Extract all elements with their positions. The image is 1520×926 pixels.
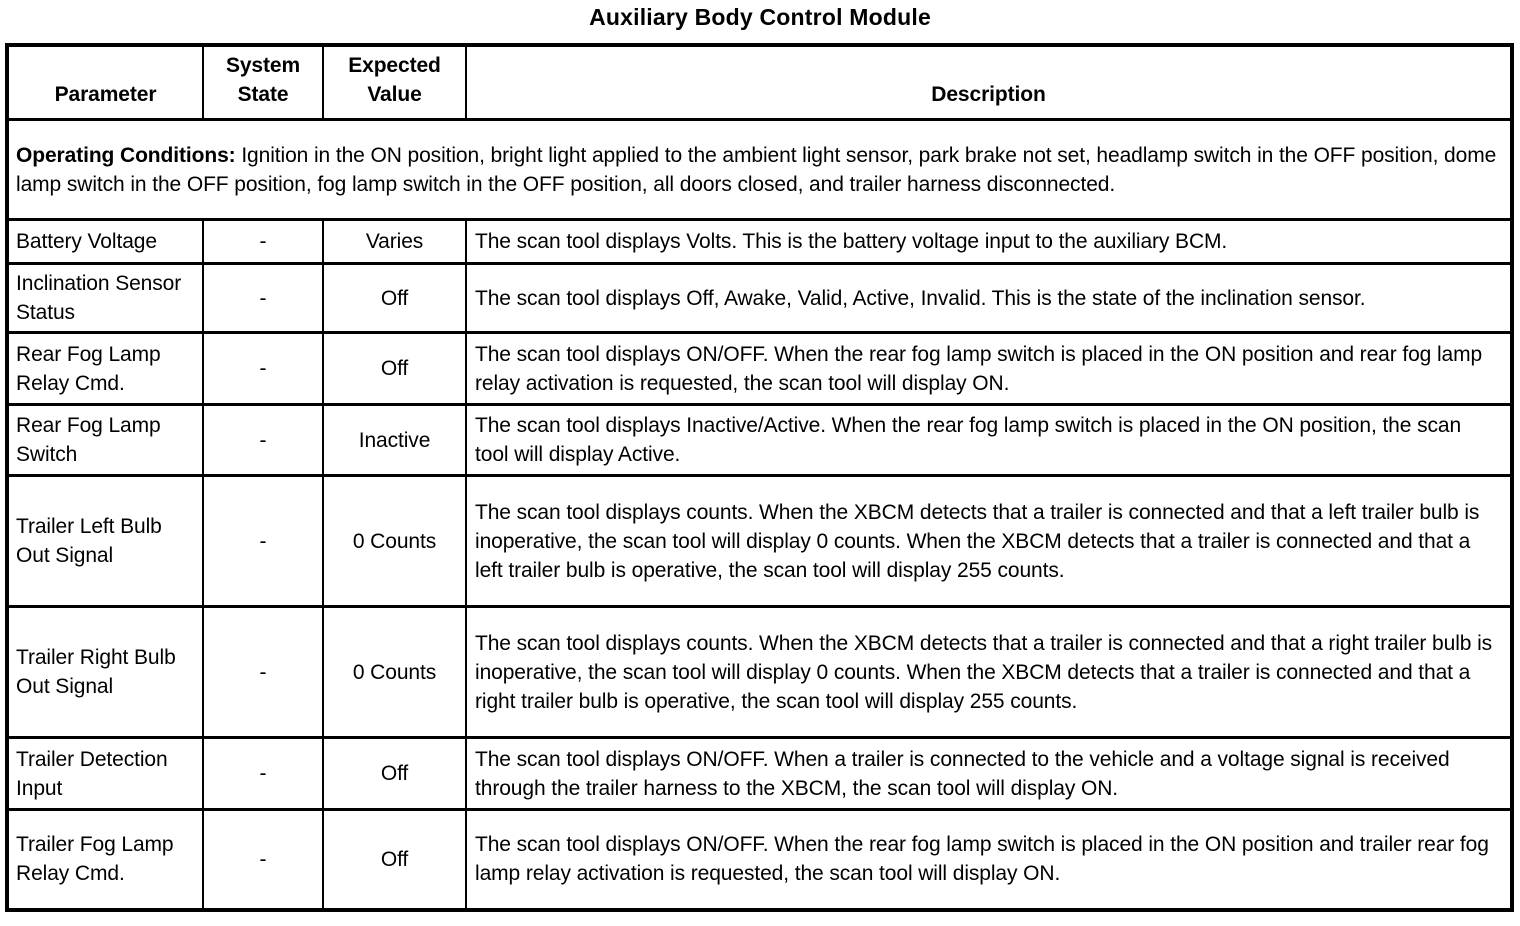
description-cell: The scan tool displays ON/OFF. When the …	[465, 808, 1513, 911]
parameter-cell: Trailer Fog Lamp Relay Cmd.	[6, 808, 204, 911]
system-state-cell: -	[202, 262, 324, 334]
system-state-cell: -	[202, 808, 324, 911]
expected-value-cell: 0 Counts	[322, 474, 467, 608]
operating-conditions-label: Operating Conditions:	[16, 143, 236, 167]
operating-conditions-cell: Operating Conditions: Ignition in the ON…	[6, 118, 1513, 221]
system-state-cell: -	[202, 403, 324, 477]
parameter-cell: Rear Fog Lamp Relay Cmd.	[6, 331, 204, 406]
expected-value-cell: Off	[322, 808, 467, 911]
page-title: Auxiliary Body Control Module	[589, 4, 931, 30]
system-state-cell: -	[202, 605, 324, 739]
table-row-rear-fog-lamp-relay-cmd: Rear Fog Lamp Relay Cmd. - Off The scan …	[6, 331, 1513, 406]
expected-value-cell: Off	[322, 262, 467, 334]
parameter-table: Parameter System State Expected Value De…	[5, 43, 1514, 912]
col-header-system-state: System State	[202, 43, 324, 121]
system-state-cell: -	[202, 474, 324, 608]
description-cell: The scan tool displays ON/OFF. When the …	[465, 331, 1513, 406]
parameter-cell: Trailer Left Bulb Out Signal	[6, 474, 204, 608]
system-state-cell: -	[202, 736, 324, 811]
table-row-battery-voltage: Battery Voltage - Varies The scan tool d…	[6, 218, 1513, 265]
table-row-trailer-left-bulb-out-signal: Trailer Left Bulb Out Signal - 0 Counts …	[6, 474, 1513, 608]
col-header-parameter: Parameter	[6, 43, 204, 121]
description-cell: The scan tool displays ON/OFF. When a tr…	[465, 736, 1513, 811]
description-cell: The scan tool displays Inactive/Active. …	[465, 403, 1513, 477]
expected-value-cell: Off	[322, 736, 467, 811]
description-cell: The scan tool displays Off, Awake, Valid…	[465, 262, 1513, 334]
system-state-cell: -	[202, 331, 324, 406]
table-row-inclination-sensor-status: Inclination Sensor Status - Off The scan…	[6, 262, 1513, 334]
expected-value-cell: Inactive	[322, 403, 467, 477]
parameter-cell: Rear Fog Lamp Switch	[6, 403, 204, 477]
operating-conditions-row: Operating Conditions: Ignition in the ON…	[6, 118, 1513, 221]
parameter-cell: Trailer Right Bulb Out Signal	[6, 605, 204, 739]
description-cell: The scan tool displays Volts. This is th…	[465, 218, 1513, 265]
parameter-cell: Trailer Detection Input	[6, 736, 204, 811]
operating-conditions-text: Ignition in the ON position, bright ligh…	[16, 143, 1497, 196]
table-row-rear-fog-lamp-switch: Rear Fog Lamp Switch - Inactive The scan…	[6, 403, 1513, 477]
header-row: Parameter System State Expected Value De…	[6, 43, 1513, 121]
system-state-cell: -	[202, 218, 324, 265]
expected-value-cell: Varies	[322, 218, 467, 265]
parameter-cell: Inclination Sensor Status	[6, 262, 204, 334]
table-row-trailer-fog-lamp-relay-cmd: Trailer Fog Lamp Relay Cmd. - Off The sc…	[6, 808, 1513, 911]
description-cell: The scan tool displays counts. When the …	[465, 474, 1513, 608]
expected-value-cell: Off	[322, 331, 467, 406]
col-header-description: Description	[465, 43, 1513, 121]
parameter-cell: Battery Voltage	[6, 218, 204, 265]
expected-value-cell: 0 Counts	[322, 605, 467, 739]
col-header-expected-value: Expected Value	[322, 43, 467, 121]
table-row-trailer-right-bulb-out-signal: Trailer Right Bulb Out Signal - 0 Counts…	[6, 605, 1513, 739]
table-row-trailer-detection-input: Trailer Detection Input - Off The scan t…	[6, 736, 1513, 811]
description-cell: The scan tool displays counts. When the …	[465, 605, 1513, 739]
